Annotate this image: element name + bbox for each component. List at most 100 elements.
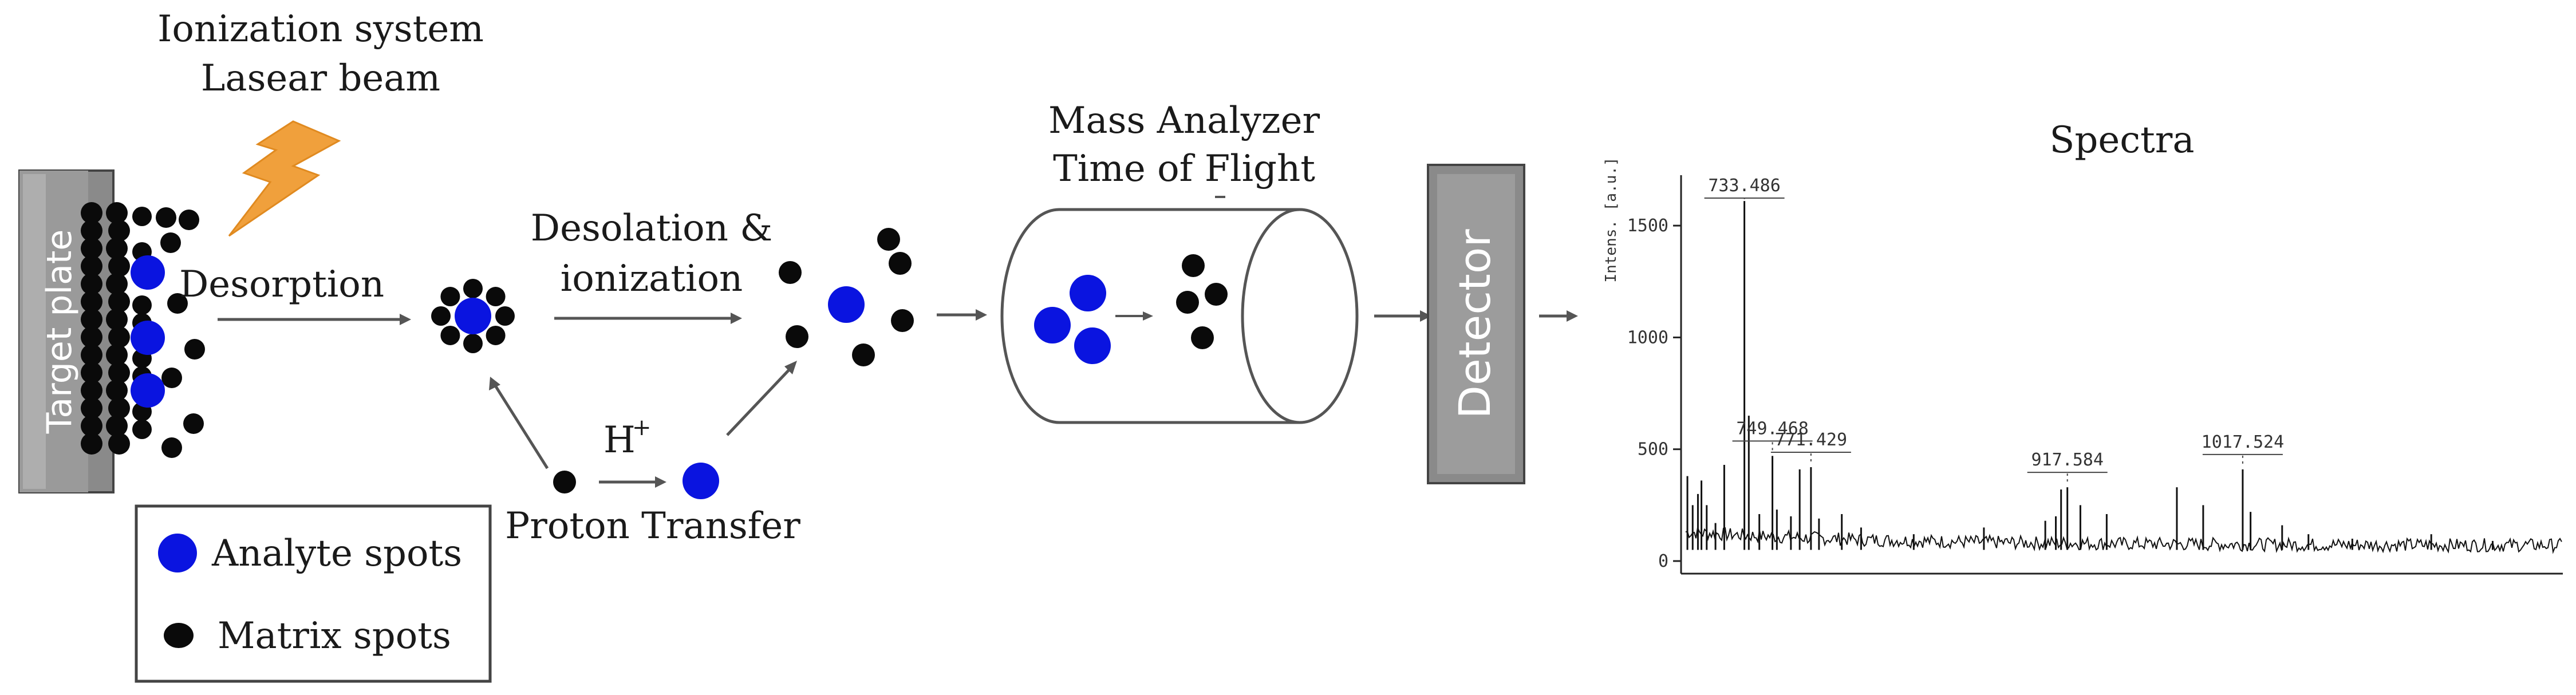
matrix-spot — [183, 413, 204, 434]
matrix-spot — [132, 295, 152, 315]
analyte-legend-label: Analyte spots — [211, 532, 462, 575]
laser-bolt-icon — [228, 120, 341, 237]
matrix-spot — [440, 287, 460, 307]
matrix-spot — [81, 415, 102, 437]
y-tick-label: 1000 — [1627, 327, 1668, 348]
matrix-ion — [891, 309, 914, 332]
matrix-spot — [106, 273, 128, 295]
matrix-spot — [179, 210, 199, 230]
matrix-spot — [161, 437, 182, 458]
analyte-legend-icon — [158, 534, 197, 572]
matrix-ion — [786, 325, 808, 348]
desorption-label: Desorption — [179, 263, 384, 306]
matrix-spot — [81, 273, 102, 295]
matrix-spot — [108, 326, 130, 348]
legend: Analyte spots Matrix spots — [135, 504, 492, 683]
matrix-spot — [108, 220, 130, 242]
matrix-dot — [553, 471, 576, 493]
matrix-spot — [156, 207, 176, 228]
plate-spots — [81, 202, 205, 458]
analyte-spot — [455, 298, 491, 334]
matrix-spot — [108, 397, 130, 419]
analyte-dot — [683, 463, 719, 499]
matrix-spot — [463, 334, 483, 353]
matrix-spot — [132, 207, 152, 226]
analyte-spot — [131, 373, 165, 408]
matrix-dot — [1176, 291, 1199, 314]
matrix-legend-label: Matrix spots — [218, 615, 451, 657]
matrix-spot — [81, 344, 102, 366]
matrix-ion — [889, 252, 912, 275]
chart-title: Spectra — [2050, 119, 2195, 161]
analyte-dot — [1070, 275, 1106, 311]
matrix-spot — [161, 368, 182, 388]
matrix-spot — [81, 255, 102, 277]
proton-charge: + — [632, 414, 652, 441]
spectrum-baseline — [1685, 526, 2562, 554]
matrix-spot — [81, 238, 102, 259]
ionization-label: ionization — [561, 258, 743, 300]
matrix-spot — [106, 380, 128, 401]
analyte-ion — [828, 286, 865, 323]
matrix-spot — [495, 306, 515, 326]
matrix-spot — [106, 344, 128, 366]
peak-label: 749.468 — [1736, 418, 1808, 439]
matrix-spot — [431, 306, 451, 326]
flight-tube — [1000, 208, 1359, 424]
spectrum-plot: 050010001500733.486749.468771.429917.584… — [1627, 175, 2563, 575]
matrix-ion — [779, 261, 802, 284]
matrix-spot — [167, 293, 188, 314]
peak-label: 917.584 — [2031, 450, 2103, 470]
analyte-dot — [1034, 307, 1071, 343]
matrix-spot — [160, 232, 181, 253]
matrix-spot — [106, 238, 128, 259]
matrix-spot — [108, 362, 130, 384]
matrix-legend-icon — [164, 623, 194, 648]
peak-label: 733.486 — [1708, 176, 1780, 196]
matrix-spot — [81, 326, 102, 348]
matrix-dot — [1191, 326, 1214, 349]
analyte-spot — [131, 321, 165, 355]
matrix-spot — [81, 397, 102, 419]
matrix-spot — [81, 433, 102, 455]
peak-label: 771.429 — [1775, 430, 1847, 450]
matrix-spot — [463, 279, 483, 298]
mass-analyzer-title: Mass Analyzer — [1048, 100, 1320, 142]
matrix-spot — [81, 220, 102, 242]
matrix-spot — [106, 202, 128, 224]
matrix-spot — [486, 325, 506, 345]
matrix-spot — [81, 380, 102, 401]
matrix-ion — [877, 228, 900, 251]
matrix-spot — [440, 325, 460, 345]
matrix-analyte-cluster — [431, 279, 515, 353]
matrix-spot — [108, 255, 130, 277]
proton-symbol: H — [603, 419, 636, 461]
matrix-dot — [1205, 283, 1228, 306]
y-tick-label: 1500 — [1627, 216, 1668, 236]
y-tick-label: 500 — [1638, 440, 1668, 460]
ion-up-arrow — [726, 368, 791, 436]
matrix-spot — [184, 339, 205, 360]
matrix-spot — [81, 309, 102, 330]
matrix-spot — [81, 291, 102, 313]
matrix-spot — [486, 287, 506, 307]
analyte-spot — [131, 255, 165, 290]
laser-beam-title: Lasear beam — [201, 57, 440, 100]
matrix-spot — [108, 291, 130, 313]
ions-cloud — [779, 228, 914, 366]
proton-transfer-label: Proton Transfer — [505, 505, 800, 547]
matrix-spot — [81, 362, 102, 384]
analyte-dot — [1074, 327, 1111, 364]
matrix-spot — [81, 202, 102, 224]
target-plate-label: Target plate — [40, 230, 80, 435]
detector-label: Detector — [1449, 229, 1500, 419]
detector-box — [1427, 164, 1525, 484]
matrix-ion — [852, 343, 875, 366]
ionization-system-title: Ionization system — [157, 8, 484, 50]
matrix-dot — [1182, 254, 1205, 277]
matrix-spot — [132, 420, 152, 439]
matrix-spot — [108, 433, 130, 455]
matrix-spot — [106, 415, 128, 437]
peak-label: 1017.524 — [2202, 432, 2285, 452]
